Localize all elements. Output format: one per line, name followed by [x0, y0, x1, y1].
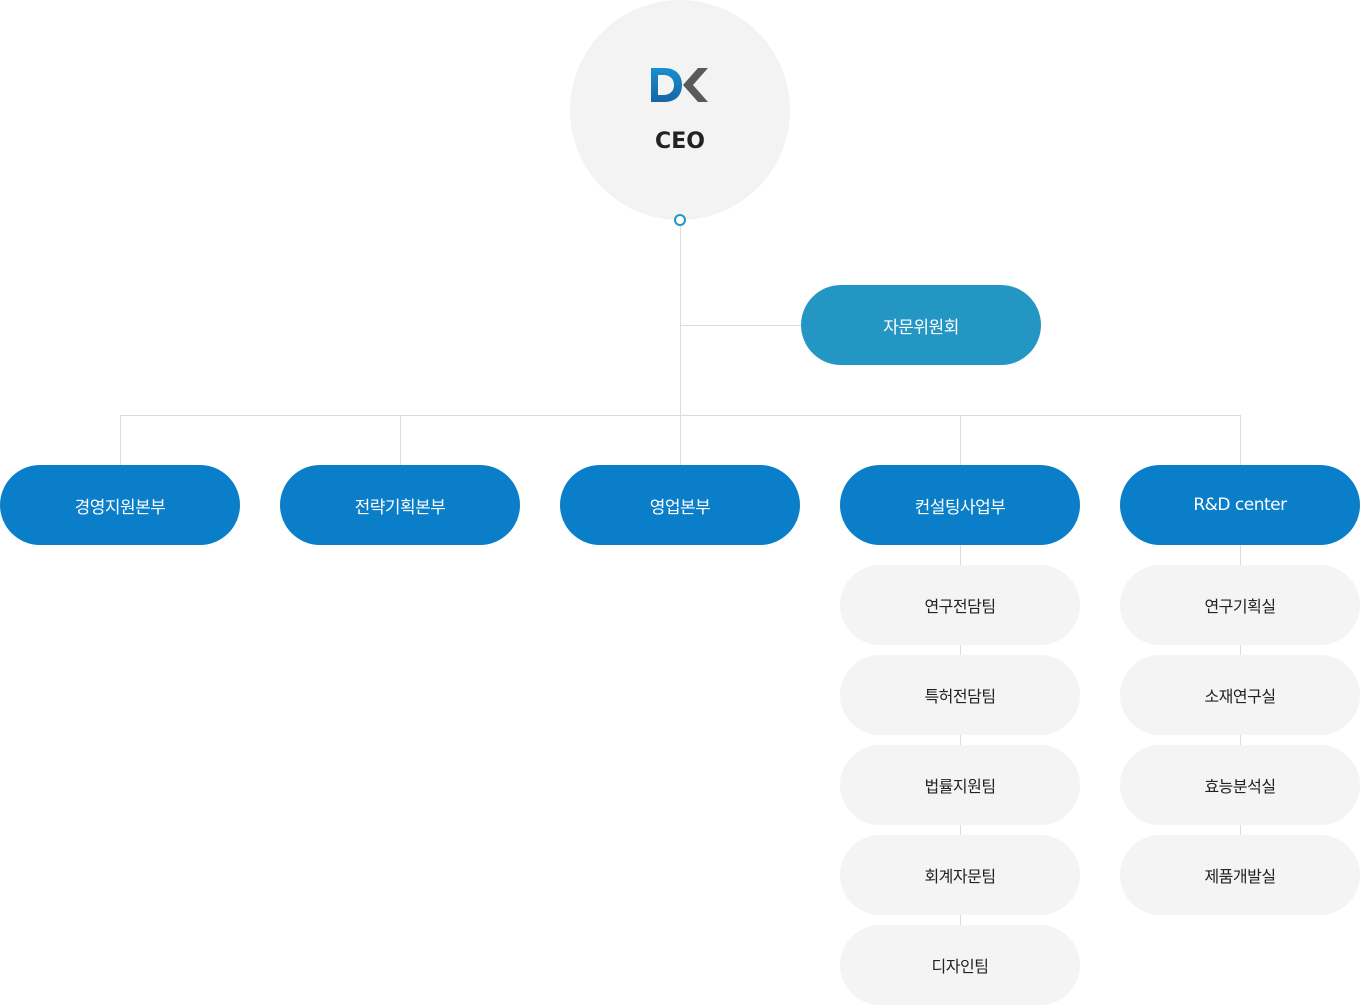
team-label: 법률지원팀 [924, 777, 996, 796]
rnd-lab-item[interactable]: 제품개발실 [1120, 835, 1360, 915]
dept-drop-line-1 [120, 415, 121, 466]
dept-strategic-planning[interactable]: 전략기획본부 [280, 465, 520, 545]
dept-management-support[interactable]: 경영지원본부 [0, 465, 240, 545]
dept-drop-line-5 [1240, 415, 1241, 466]
consulting-column-line [960, 544, 961, 944]
dept-label: 전략기획본부 [354, 497, 446, 518]
dept-label: 컨설팅사업부 [914, 497, 1006, 518]
ceo-trunk-line [680, 224, 681, 466]
team-label: 특허전담팀 [924, 687, 996, 706]
team-label: 회계자문팀 [924, 867, 996, 886]
lab-label: 연구기획실 [1204, 597, 1276, 616]
consulting-team-item[interactable]: 연구전담팀 [840, 565, 1080, 645]
ceo-node: CEO [570, 0, 790, 220]
dept-drop-line-4 [960, 415, 961, 466]
consulting-team-item[interactable]: 특허전담팀 [840, 655, 1080, 735]
advisory-committee-node[interactable]: 자문위원회 [801, 285, 1041, 365]
advisory-branch-line [680, 325, 802, 326]
dept-label: 경영지원본부 [74, 497, 166, 518]
dept-label: 영업본부 [649, 497, 711, 518]
dept-consulting[interactable]: 컨설팅사업부 [840, 465, 1080, 545]
dept-sales[interactable]: 영업본부 [560, 465, 800, 545]
rnd-lab-item[interactable]: 연구기획실 [1120, 565, 1360, 645]
dept-label: R&D center [1193, 495, 1287, 515]
lab-label: 효능분석실 [1204, 777, 1276, 796]
consulting-team-item[interactable]: 디자인팀 [840, 925, 1080, 1005]
advisory-committee-label: 자문위원회 [883, 317, 959, 338]
ceo-connector-dot [674, 214, 686, 226]
dk-logo [651, 68, 708, 102]
team-label: 연구전담팀 [924, 597, 996, 616]
consulting-team-item[interactable]: 법률지원팀 [840, 745, 1080, 825]
ceo-label: CEO [655, 129, 705, 154]
dept-rnd-center[interactable]: R&D center [1120, 465, 1360, 545]
dept-drop-line-2 [400, 415, 401, 466]
rnd-lab-item[interactable]: 소재연구실 [1120, 655, 1360, 735]
lab-label: 소재연구실 [1204, 687, 1276, 706]
lab-label: 제품개발실 [1204, 867, 1276, 886]
consulting-team-item[interactable]: 회계자문팀 [840, 835, 1080, 915]
rnd-lab-item[interactable]: 효능분석실 [1120, 745, 1360, 825]
department-bus-line [120, 415, 1241, 416]
team-label: 디자인팀 [931, 957, 989, 976]
